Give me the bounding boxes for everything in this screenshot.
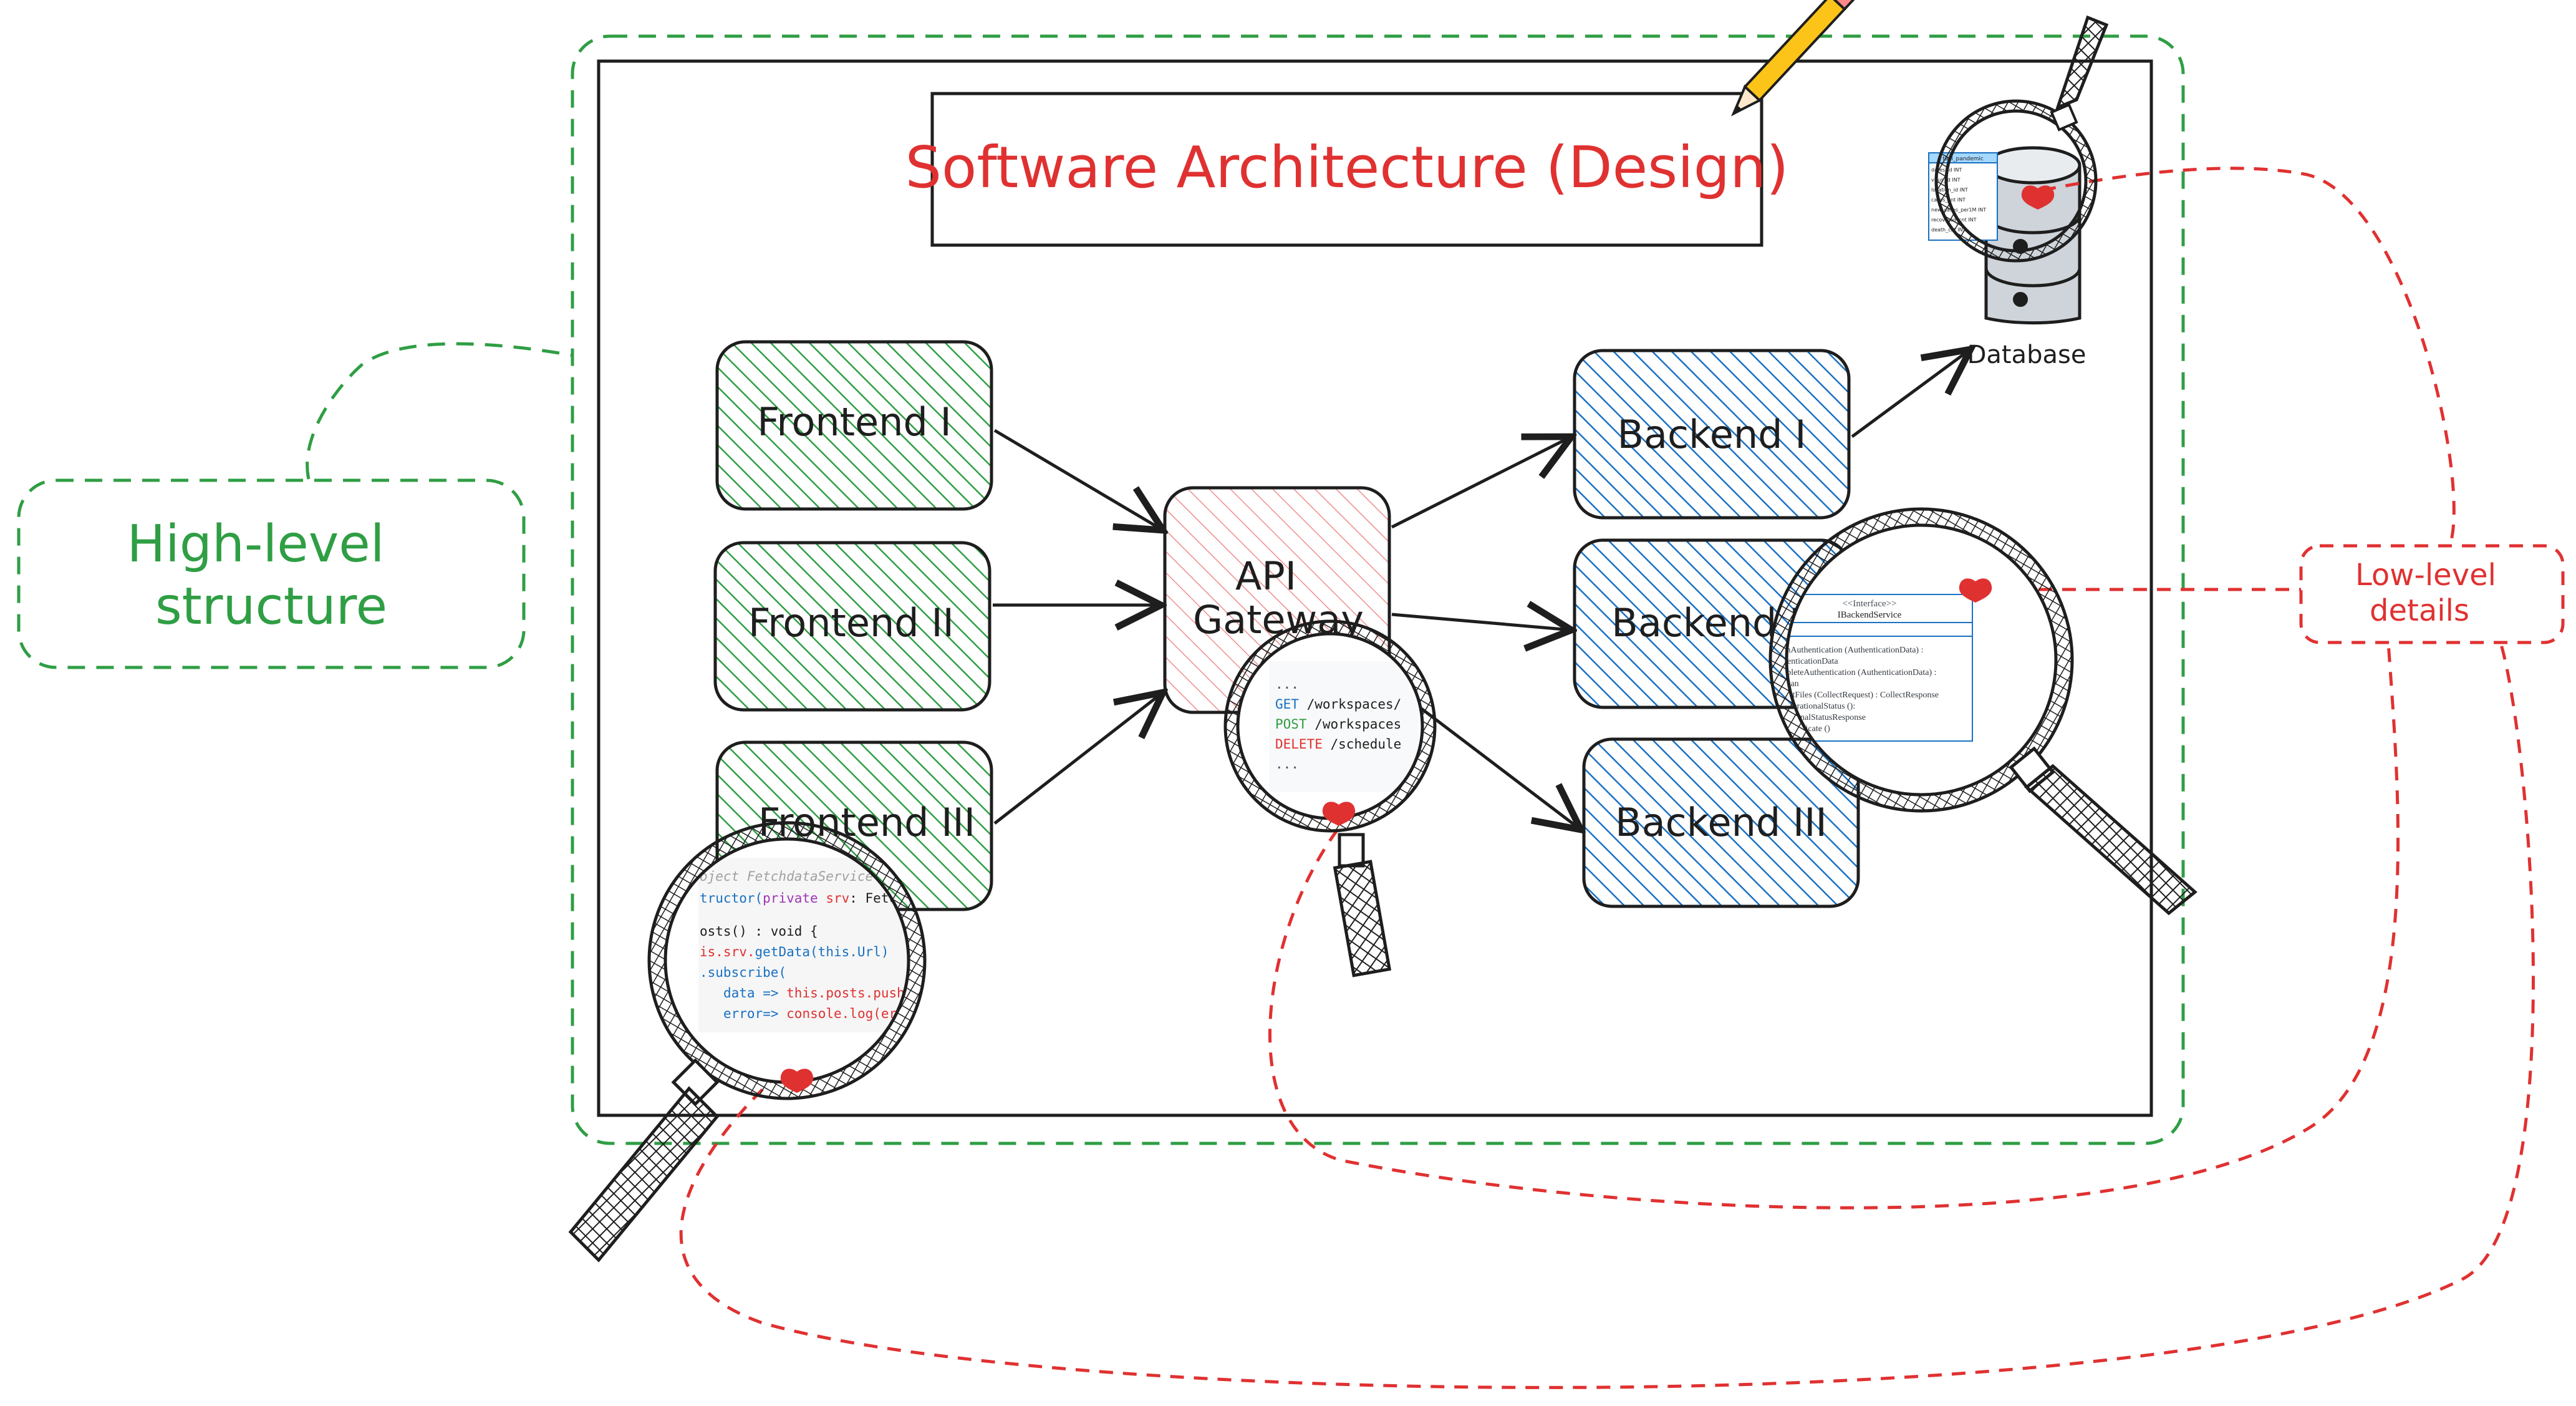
interface-method-5: OperationalStatusResponse	[1770, 713, 1866, 722]
pin-icon	[2021, 185, 2055, 210]
pin-icon	[780, 1069, 814, 1093]
frontend-1-label: Frontend I	[757, 399, 952, 445]
diagram-title: Software Architecture (Design)	[905, 134, 1789, 201]
arrow-frontend-1-to-gateway	[993, 429, 1163, 530]
connector-to-code-detail	[679, 642, 2535, 1389]
low-level-label-line2: details	[2370, 593, 2469, 628]
database-icon	[1984, 146, 2082, 325]
arrow-gateway-to-backend-2	[1391, 614, 1571, 630]
code-line-5: .subscribe(	[700, 965, 786, 980]
design-frame	[597, 59, 2153, 1117]
connectors	[993, 349, 1971, 830]
connector-to-api-detail	[1268, 642, 2400, 1210]
backend-1-label: Backend I	[1617, 412, 1806, 457]
interface-method-3: CollectFiles (CollectRequest) : CollectR…	[1770, 691, 1939, 700]
interface-name: IBackendService	[1838, 610, 1902, 620]
api-line-delete: DELETE /schedule	[1275, 737, 1401, 752]
frontend-2-node: Frontend II	[713, 541, 991, 712]
title-box	[930, 92, 1763, 247]
pin-icon	[1959, 578, 1992, 603]
high-level-label-line2: structure	[155, 577, 387, 636]
arrow-gateway-to-backend-1	[1391, 437, 1571, 529]
high-level-label-line1: High-level	[127, 515, 384, 574]
interface-method-2: CompleteAuthentication (AuthenticationDa…	[1770, 668, 1936, 677]
db-row-5: new_cases_per1M INT	[1931, 207, 1986, 213]
api-line-post: POST /workspaces	[1275, 717, 1401, 732]
arrow-backend-1-to-database	[1851, 349, 1971, 439]
low-level-label-line1: Low-level	[2355, 558, 2496, 593]
api-line-get: GET /workspaces/	[1275, 697, 1401, 712]
backend-3-node: Backend III	[1582, 737, 1860, 908]
arrow-frontend-3-to-gateway	[993, 692, 1163, 825]
magnifier-database: tavi_pandemic dates_id INT virus_id INT …	[1928, 15, 2109, 263]
low-level-callout	[2299, 544, 2565, 644]
pin-icon	[1322, 802, 1356, 826]
code-line-2: tructor(private srv: Fetchdat	[700, 891, 929, 906]
api-line-4: ...	[1275, 757, 1299, 772]
backend-1-node: Backend I	[1573, 349, 1851, 520]
code-line-7: error=> console.log(error)	[723, 1006, 929, 1021]
code-line-4: is.srv.getData(this.Url)	[700, 944, 889, 959]
backend-3-label: Backend III	[1615, 800, 1827, 845]
frontend-1-node: Frontend I	[715, 340, 993, 511]
database-label: Database	[1967, 341, 2086, 369]
db-row-3: location_id INT	[1931, 187, 1968, 193]
magnifier-interface: <<Interface>> IBackendService BeginAuthe…	[1768, 507, 2197, 916]
interface-method-1: BeginAuthentication (AuthenticationData)…	[1770, 646, 1923, 655]
magnifier-api: ... GET /workspaces/ POST /workspaces DE…	[1223, 619, 1437, 977]
interface-stereotype: <<Interface>>	[1842, 599, 1896, 609]
magnifier-code: oject FetchdataService servic tructor(pr…	[568, 821, 929, 1263]
interface-method-4: GetOperationalStatus ():	[1770, 702, 1855, 711]
api-line-0: ...	[1275, 677, 1299, 692]
pencil-icon	[1731, 0, 1857, 117]
connector-to-database-detail	[2042, 167, 2456, 543]
api-gateway-label-line1: API	[1235, 553, 1296, 599]
frontend-2-label: Frontend II	[748, 600, 954, 646]
db-table-name: tavi_pandemic	[1942, 156, 1984, 162]
db-row-7: death_cnt INT	[1931, 227, 1966, 233]
high-level-connector	[306, 342, 574, 480]
interface-method-1b: AuthenticationData	[1770, 657, 1838, 666]
code-line-3: osts() : void {	[700, 924, 818, 939]
high-level-callout	[17, 478, 526, 669]
